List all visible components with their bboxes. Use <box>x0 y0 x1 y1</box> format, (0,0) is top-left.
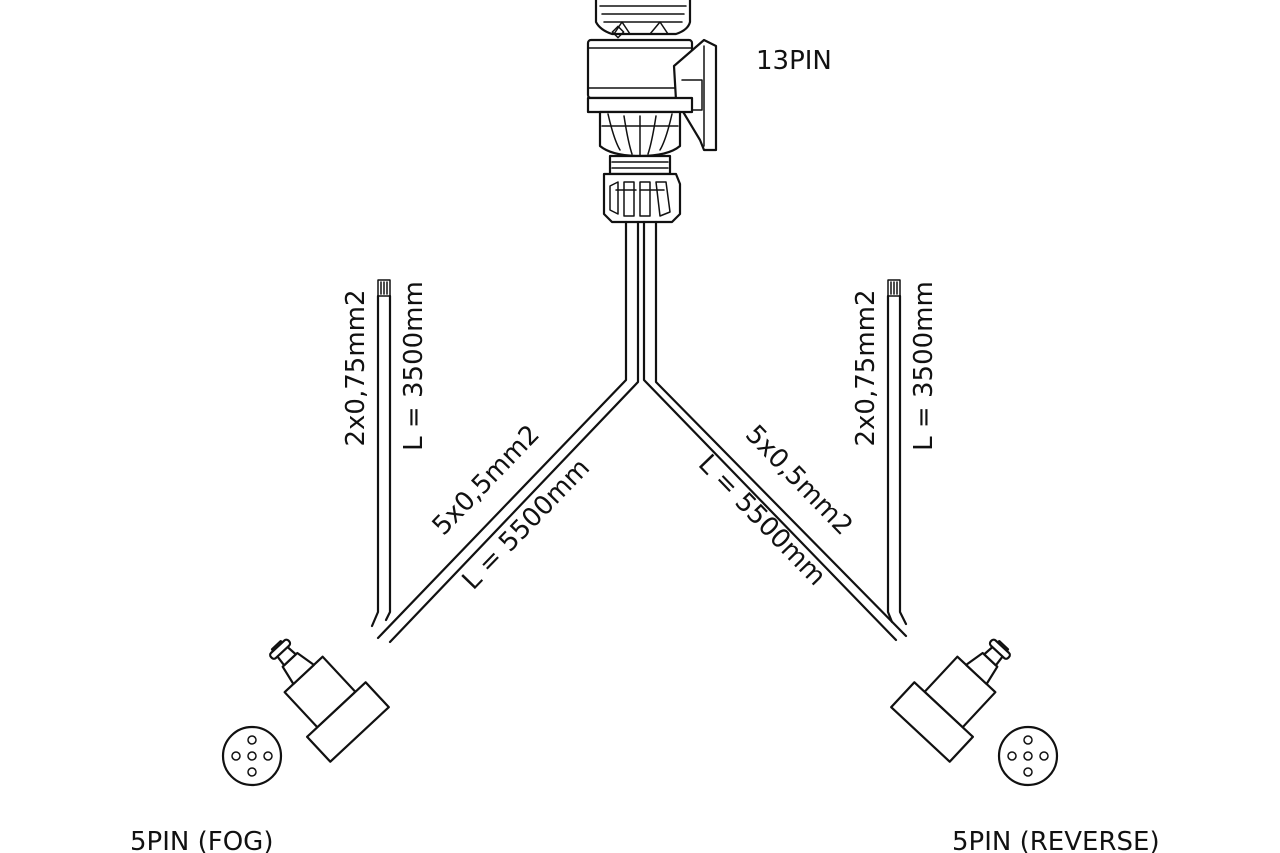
left-side-wire-spec: 2x0,75mm2 <box>341 289 371 446</box>
right-pin-face-icon <box>997 725 1059 787</box>
right-5pin-socket <box>890 638 1011 763</box>
left-side-wire <box>370 279 392 628</box>
left-side-wire-length: L = 3500mm <box>399 281 429 451</box>
right-socket-label: 5PIN (REVERSE) <box>952 827 1160 853</box>
13pin-plug <box>586 0 718 224</box>
right-side-wire-spec: 2x0,75mm2 <box>851 289 881 446</box>
left-socket-label: 5PIN (FOG) <box>130 827 273 853</box>
13pin-label: 13PIN <box>756 46 832 76</box>
right-side-wire <box>886 279 908 626</box>
main-cable-y <box>376 220 908 644</box>
left-5pin-socket <box>269 638 390 763</box>
right-side-wire-length: L = 3500mm <box>909 281 939 451</box>
left-pin-face-icon <box>221 725 283 787</box>
